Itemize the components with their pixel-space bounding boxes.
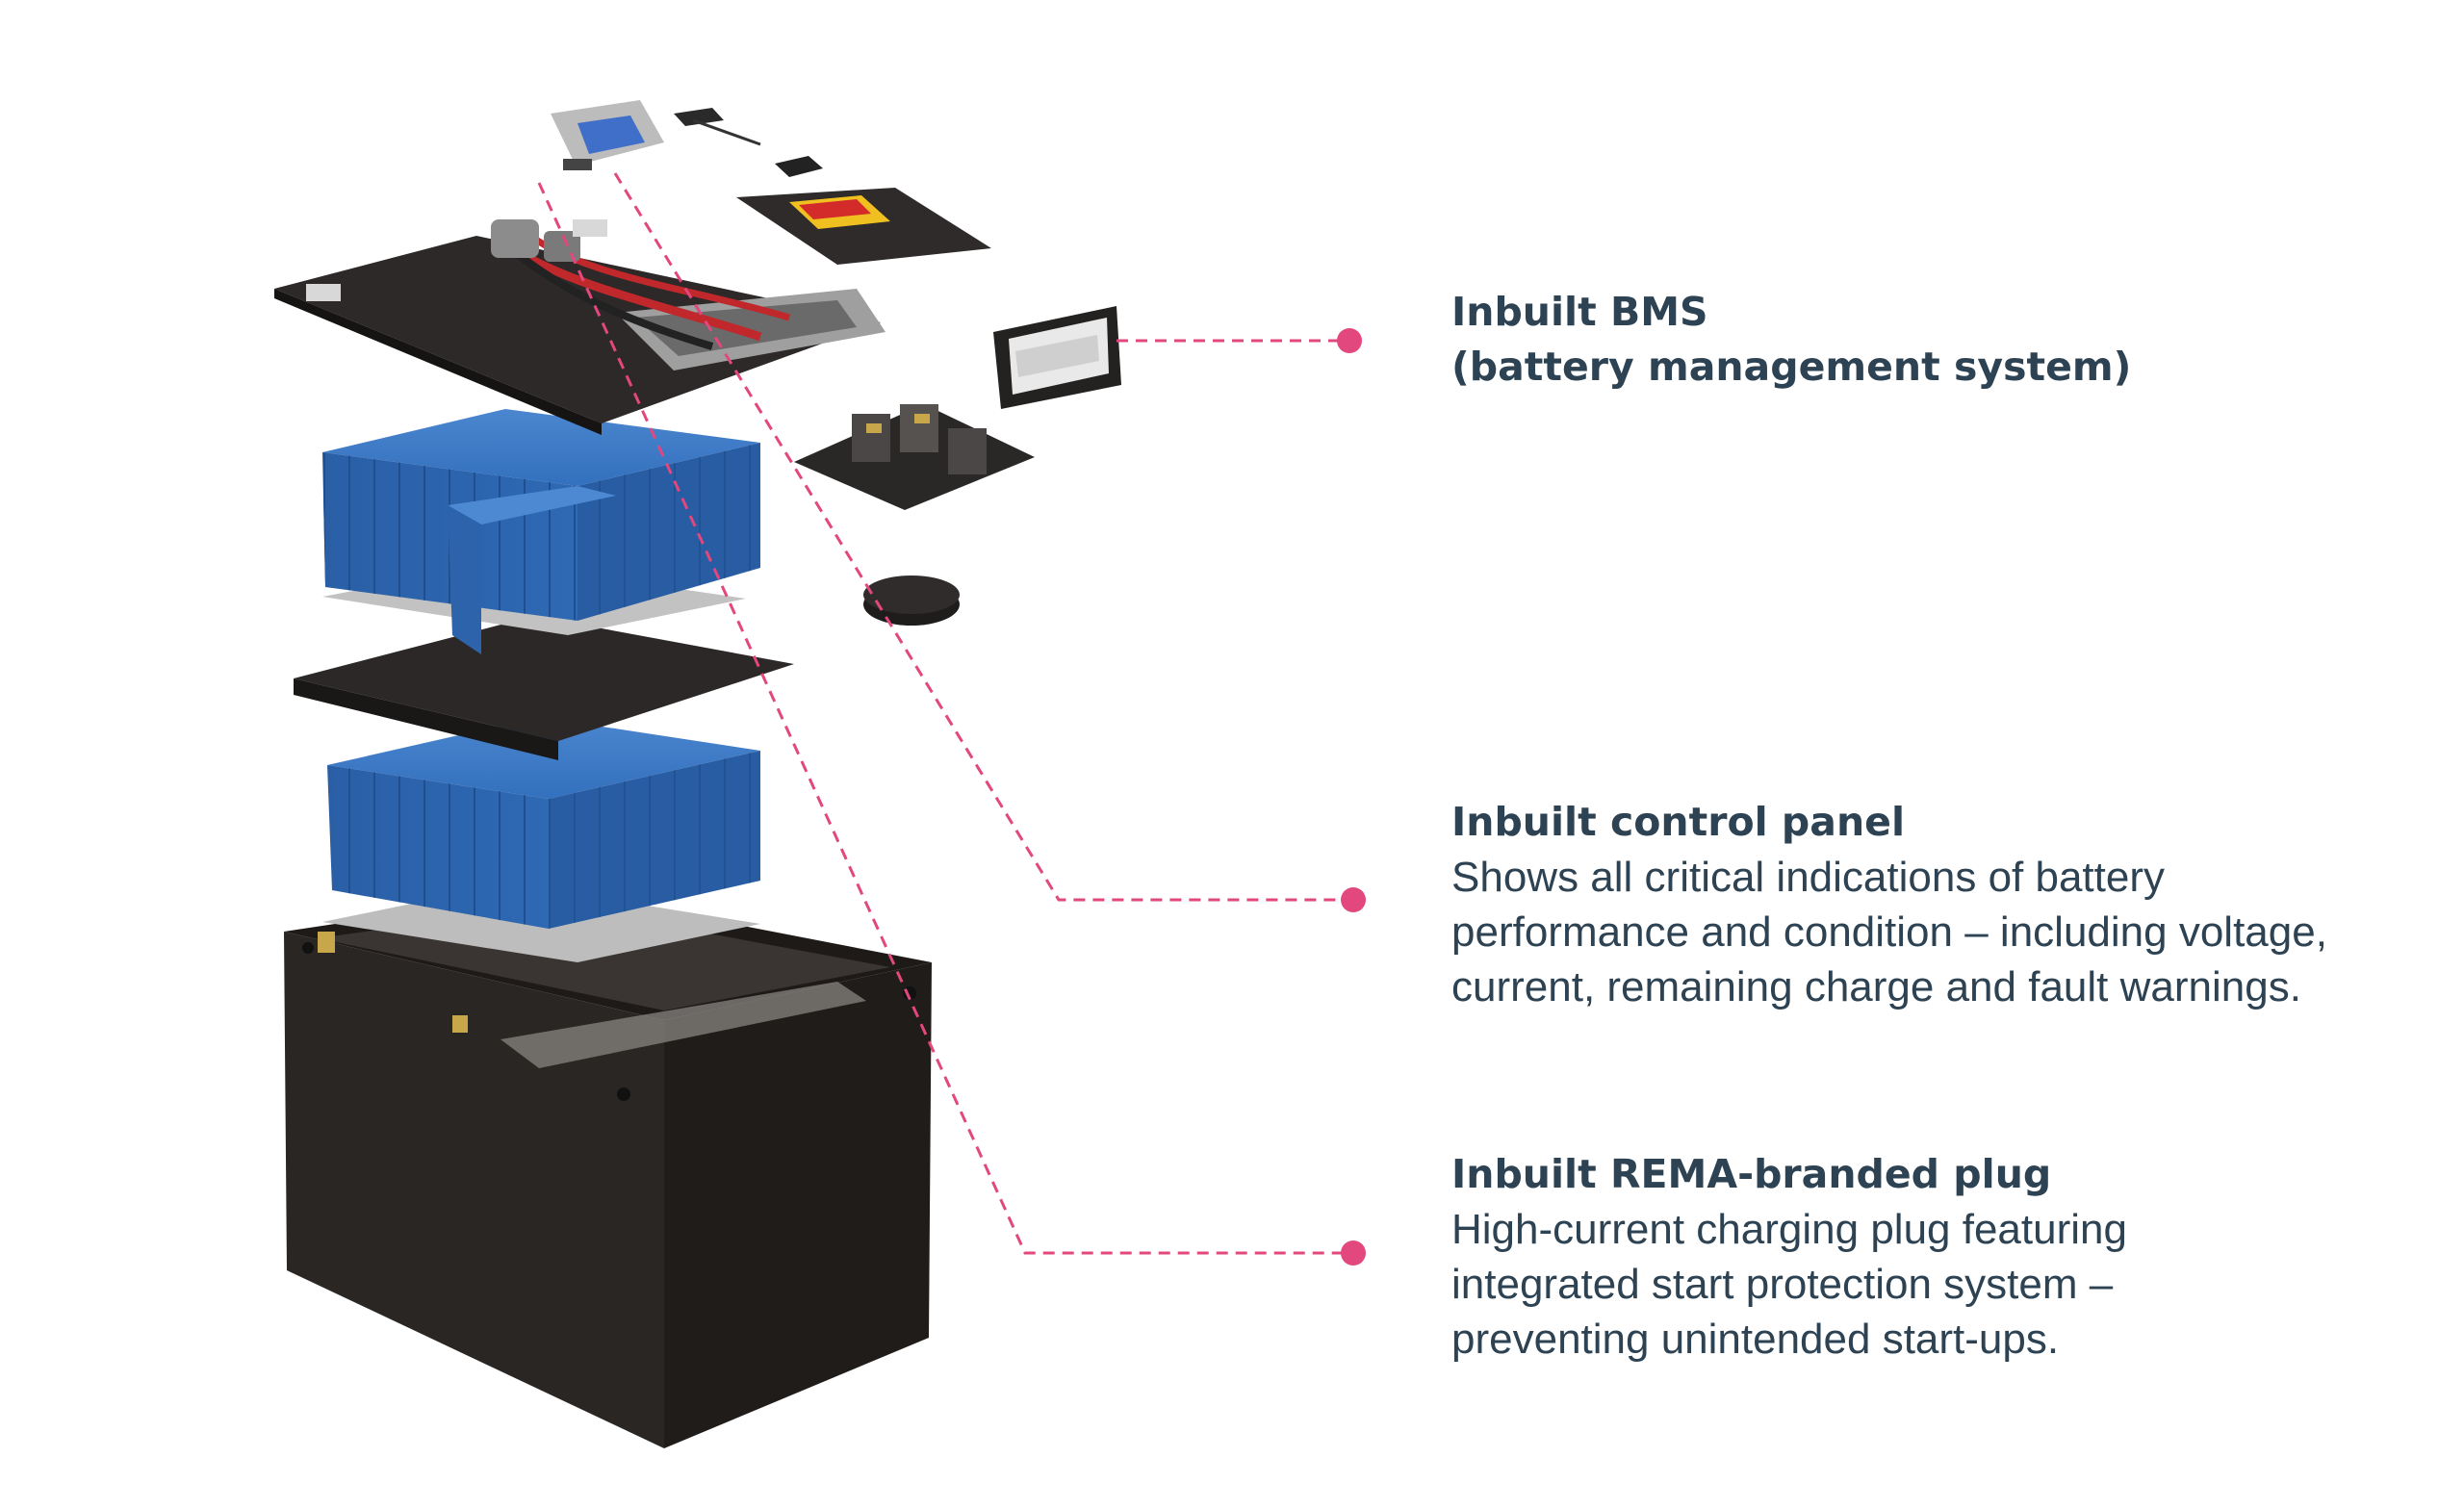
lower-cell-module bbox=[327, 717, 760, 929]
callout-plug: Inbuilt REMA-branded plug High-current c… bbox=[1451, 1147, 2127, 1367]
callout-bms-title-line2: (battery management system) bbox=[1451, 344, 2132, 390]
callout-plug-title: Inbuilt REMA-branded plug bbox=[1451, 1151, 2052, 1197]
callout-control-panel: Inbuilt control panel Shows all critical… bbox=[1451, 795, 2327, 1014]
upper-cell-module bbox=[322, 409, 760, 654]
leader-dot-bms bbox=[1337, 328, 1362, 353]
bms-module bbox=[993, 306, 1121, 409]
callout-plug-body-line1: High-current charging plug featuring bbox=[1451, 1206, 2127, 1253]
leader-line-control-panel bbox=[613, 172, 1349, 902]
control-panel-display bbox=[551, 100, 664, 170]
callout-control-panel-body-line3: current, remaining charge and fault warn… bbox=[1451, 963, 2301, 1010]
round-buzzer bbox=[863, 575, 960, 626]
leader-line-plug bbox=[537, 182, 1349, 1255]
top-lid-plate bbox=[274, 219, 886, 435]
callout-bms: Inbuilt BMS (battery management system) bbox=[1451, 285, 2131, 395]
middle-dark-plate bbox=[294, 616, 794, 741]
callout-plug-body-line2: integrated start protection system – bbox=[1451, 1261, 2114, 1308]
leader-dot-control-panel bbox=[1341, 887, 1366, 912]
connector-board bbox=[794, 404, 1035, 510]
fuse-block bbox=[775, 156, 823, 177]
battery-housing bbox=[284, 890, 932, 1448]
callout-control-panel-title: Inbuilt control panel bbox=[1451, 799, 1905, 845]
leader-lines bbox=[537, 172, 1349, 1255]
callout-control-panel-body-line1: Shows all critical indications of batter… bbox=[1451, 854, 2165, 901]
leader-dot-plug bbox=[1341, 1240, 1366, 1266]
callout-control-panel-body-line2: performance and condition – including vo… bbox=[1451, 908, 2327, 956]
callout-plug-body-line3: preventing unintended start-ups. bbox=[1451, 1316, 2060, 1363]
callout-bms-title-line1: Inbuilt BMS bbox=[1451, 289, 1708, 335]
sensor-chip bbox=[674, 108, 724, 126]
warning-cover-plate bbox=[736, 188, 991, 265]
